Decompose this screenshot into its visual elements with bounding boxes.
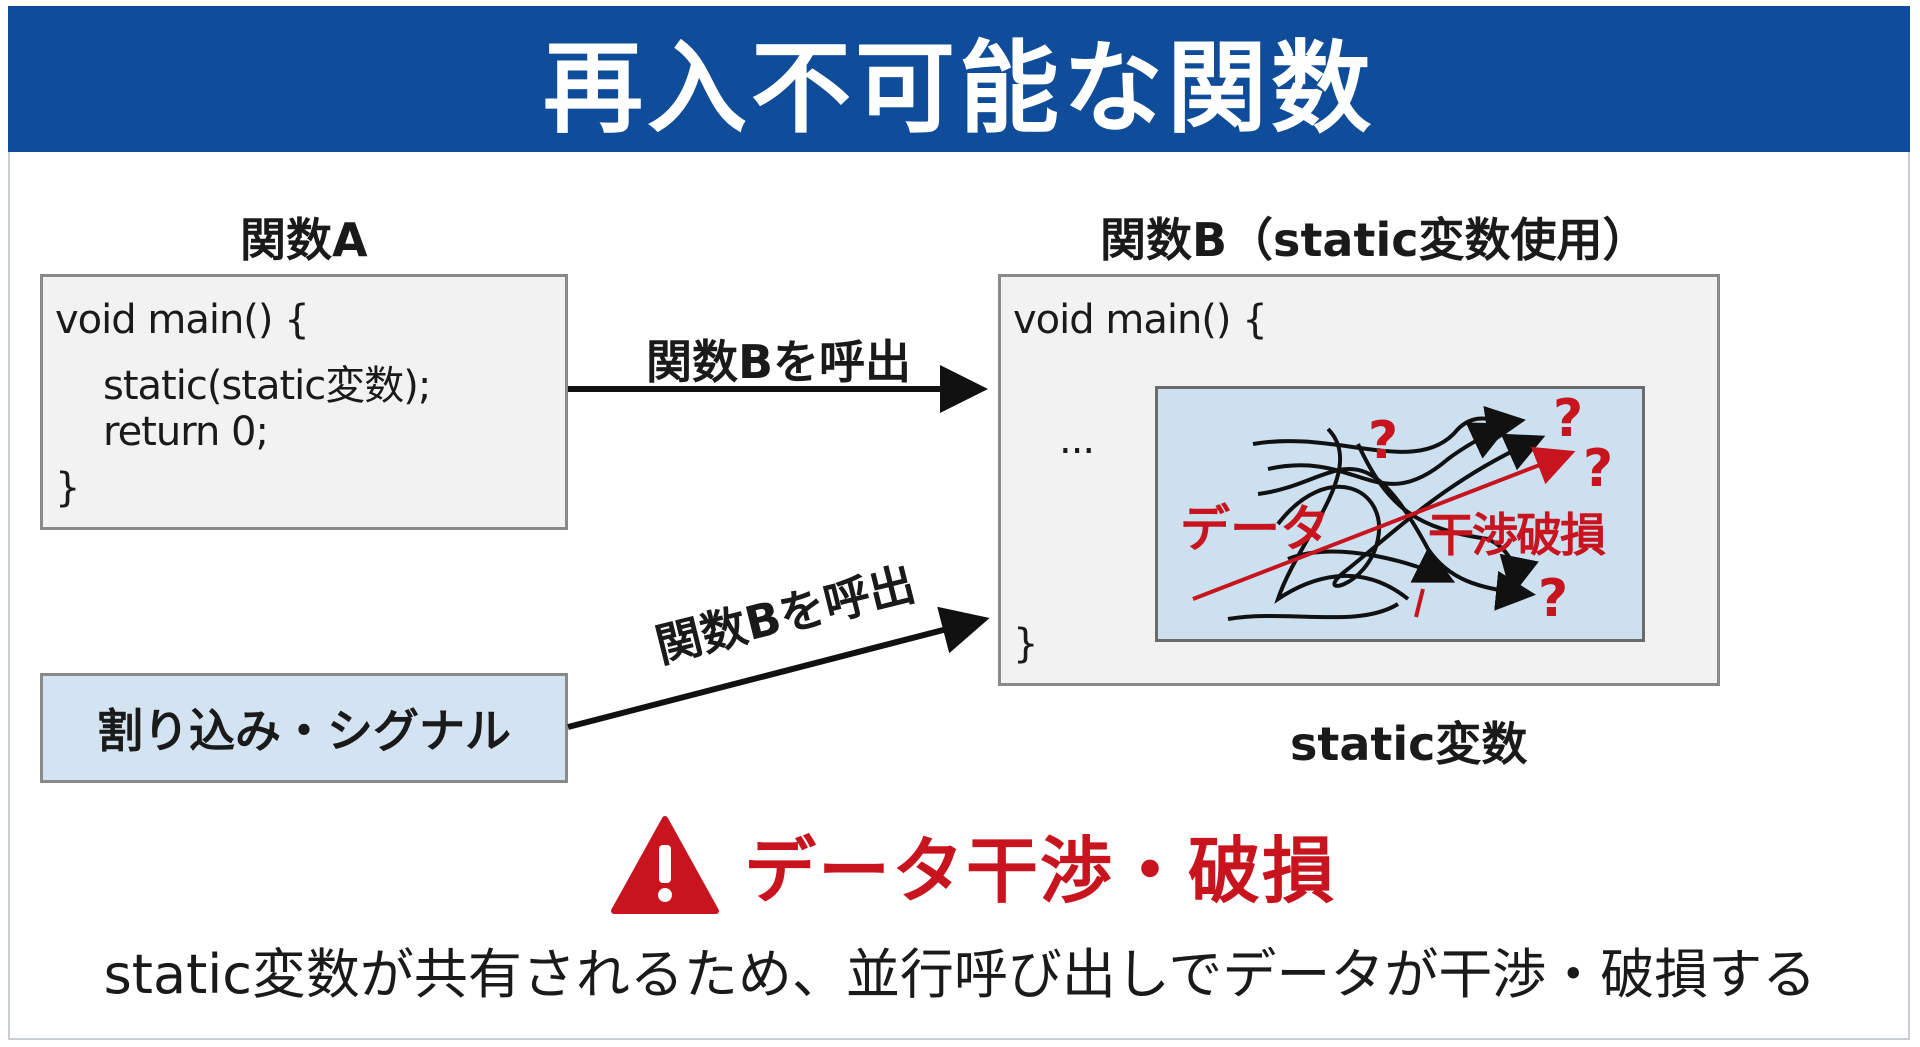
- question-mark: ?: [1538, 569, 1569, 629]
- code-line: static(static変数);: [103, 363, 431, 409]
- question-mark: ?: [1553, 389, 1584, 449]
- warning-row: データ干渉・破損: [610, 812, 1336, 917]
- data-label: データ: [1180, 500, 1330, 558]
- interrupt-signal-label: 割り込み・シグナル: [97, 704, 511, 758]
- tangle-line: [1252, 405, 1526, 454]
- code-line: }: [1013, 621, 1038, 667]
- static-variable-label: static変数: [1290, 717, 1528, 771]
- tangle-line: [1276, 433, 1546, 588]
- function-a-label: 関数A: [240, 213, 368, 267]
- static-variable-box: データ 干渉破損 ? ? ? ?: [1155, 386, 1645, 642]
- tangle-line: [1227, 602, 1400, 621]
- code-line: void main() {: [55, 297, 310, 343]
- code-ellipsis: ...: [1059, 417, 1095, 463]
- code-line: }: [55, 465, 80, 511]
- warning-triangle-icon: [611, 815, 719, 914]
- call-arrow-top-label: 関数Bを呼出: [646, 335, 912, 389]
- red-interference-line: [1192, 446, 1576, 601]
- function-a-code-box: void main() { static(static変数); return 0…: [40, 274, 568, 530]
- warning-text: データ干渉・破損: [744, 829, 1337, 913]
- interference-label: 干渉破損: [1428, 508, 1606, 562]
- call-arrow-bottom: [567, 606, 990, 730]
- tangle-line: [1356, 443, 1539, 597]
- question-mark: ?: [1583, 439, 1614, 499]
- slide-title: 再入不可能な関数: [543, 29, 1375, 147]
- title-banner: 再入不可能な関数: [8, 6, 1910, 152]
- code-line: return 0;: [103, 409, 269, 455]
- description-text: static変数が共有されるため、並行呼び出しでデータが干渉・破損する: [103, 943, 1817, 1006]
- function-b-label: 関数B（static変数使用）: [1100, 213, 1649, 267]
- interrupt-signal-box: 割り込み・シグナル: [40, 673, 568, 783]
- red-tick: [1414, 588, 1425, 618]
- tangled-arrows-graphic: [1192, 405, 1576, 621]
- tangle-line: [1267, 422, 1511, 486]
- question-mark: ?: [1368, 411, 1399, 471]
- tangle-line: [1274, 427, 1410, 604]
- code-line: void main() {: [1013, 297, 1268, 343]
